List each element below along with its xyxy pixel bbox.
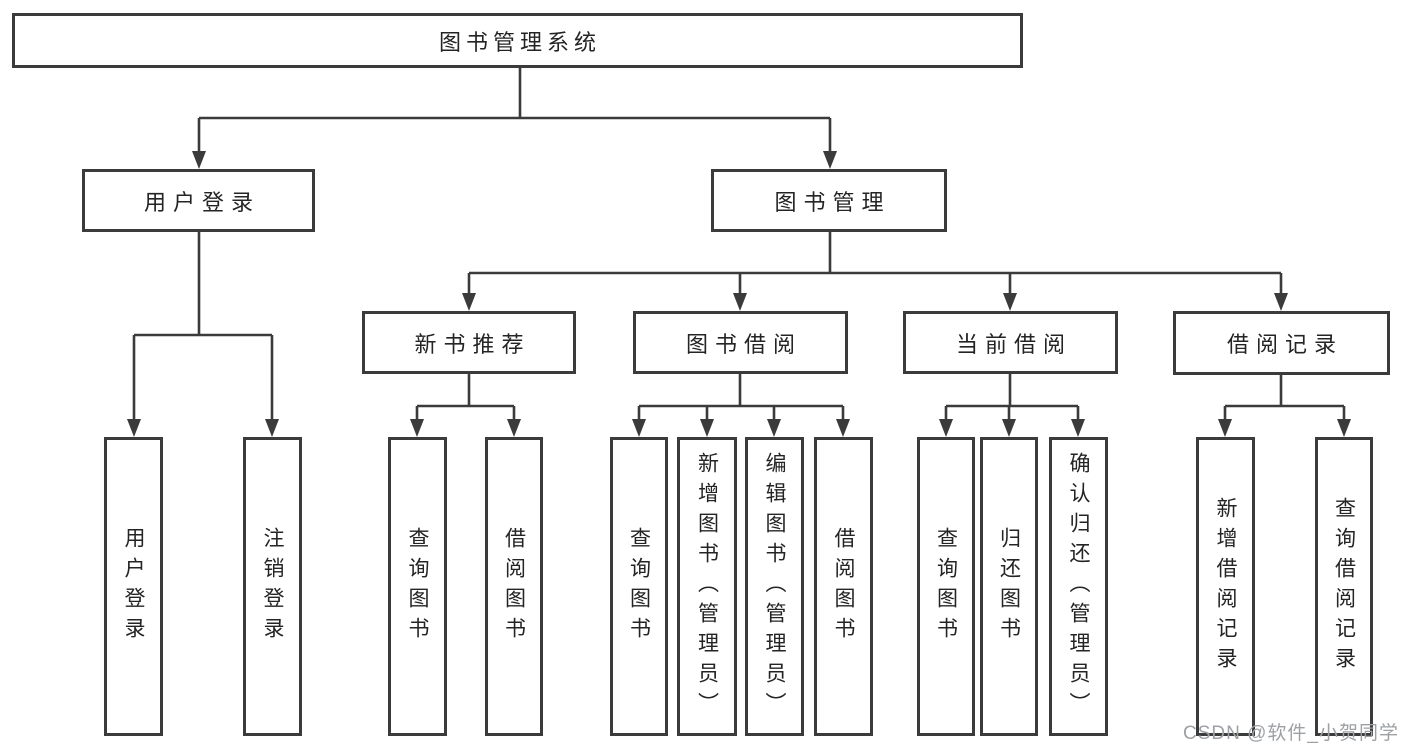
leaf-query-books-2: 查询图书 [610,437,668,736]
node-book-borrow: 图书借阅 [633,311,848,374]
leaf-query-books-2-label: 查询图书 [627,526,651,647]
leaf-user-login: 用户登录 [104,437,163,736]
leaf-query-books-3: 查询图书 [917,437,975,736]
node-root-label: 图书管理系统 [438,29,601,55]
leaf-borrow-books-1: 借阅图书 [485,437,543,736]
node-new-book-recommend-label: 新书推荐 [414,331,531,357]
arrowheads [127,151,1351,437]
node-borrow-records-label: 借阅记录 [1226,332,1343,357]
leaf-query-books-1: 查询图书 [388,437,447,736]
node-borrow-records: 借阅记录 [1173,311,1390,375]
leaf-query-borrow-record-label: 查询借阅记录 [1332,496,1356,677]
node-new-book-recommend: 新书推荐 [362,311,576,374]
leaf-query-books-1-label: 查询图书 [406,526,429,647]
leaf-borrow-books-1-label: 借阅图书 [502,526,526,647]
leaf-add-book-admin: 新增图书（管理员） [677,437,737,736]
leaf-edit-book-admin-label: 编辑图书（管理员） [763,451,786,722]
node-user-login-label: 用户登录 [143,189,260,215]
leaf-confirm-return-admin-label: 确认归还（管理员） [1067,451,1090,722]
leaf-confirm-return-admin: 确认归还（管理员） [1049,437,1108,736]
leaf-user-login-label: 用户登录 [122,526,145,647]
node-book-management: 图书管理 [711,169,947,232]
leaf-add-book-admin-label: 新增图书（管理员） [695,451,719,722]
leaf-add-borrow-record: 新增借阅记录 [1196,437,1255,736]
node-current-borrow: 当前借阅 [903,311,1118,374]
leaf-return-books: 归还图书 [980,437,1038,736]
leaf-query-books-3-label: 查询图书 [934,526,958,647]
leaf-return-books-label: 归还图书 [997,526,1021,647]
node-book-management-label: 图书管理 [774,189,891,215]
leaf-query-borrow-record: 查询借阅记录 [1315,437,1373,736]
leaf-edit-book-admin: 编辑图书（管理员） [745,437,804,736]
node-root: 图书管理系统 [12,13,1023,68]
leaf-borrow-books-2-label: 借阅图书 [832,526,855,647]
csdn-watermark: CSDN @软件_小贺同学 [1183,723,1399,744]
leaf-add-borrow-record-label: 新增借阅记录 [1214,496,1237,677]
node-user-login: 用户登录 [82,169,315,232]
node-current-borrow-label: 当前借阅 [955,331,1072,357]
leaf-logout-label: 注销登录 [261,526,284,647]
leaf-logout: 注销登录 [243,437,302,736]
node-book-borrow-label: 图书借阅 [685,331,802,357]
leaf-borrow-books-2: 借阅图书 [814,437,873,736]
connector-segments [132,68,1346,419]
